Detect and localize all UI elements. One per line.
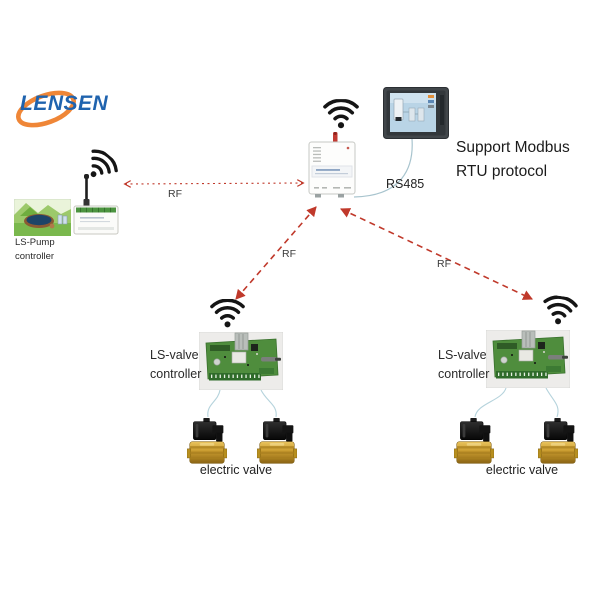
hmi-display: [383, 87, 449, 139]
pump-controller-device: [73, 174, 119, 235]
wifi-icon-gateway: [322, 99, 360, 130]
modbus-note: Support Modbus RTU protocol: [456, 136, 596, 184]
modbus-note-line2: RTU protocol: [456, 163, 548, 180]
rf-link-left-valve: [235, 206, 317, 300]
electric-valve-label-left: electric valve: [199, 463, 273, 477]
electric-valve: [257, 416, 297, 469]
electric-valve: [187, 416, 227, 469]
rf-label-pump: RF: [168, 188, 182, 200]
lensen-logo: LENSEN: [14, 86, 118, 132]
antenna-icon: [333, 132, 338, 143]
valve-cables: [207, 387, 559, 418]
hmi-button-column: [428, 95, 444, 125]
electric-valve: [454, 416, 494, 469]
logo-text: LENSEN: [20, 92, 109, 115]
rs485-label: RS485: [386, 177, 425, 191]
wifi-icon-left-controller: [209, 299, 246, 329]
valve-controller-label-right: LS-valve controller: [438, 348, 490, 381]
pump-site-photo: [14, 199, 71, 236]
modbus-note-line1: Support Modbus: [456, 139, 570, 156]
antenna-icon: [83, 174, 90, 207]
logo-swoosh-icon: [16, 90, 76, 128]
rs485-cable: [353, 138, 413, 198]
wifi-icon-right-controller: [539, 294, 580, 329]
pump-controller-label: LS-Pump controller: [15, 237, 55, 262]
rf-label-right: RF: [437, 258, 451, 270]
electric-valve: [538, 416, 578, 469]
rf-link-right-valve: [340, 208, 533, 300]
rf-label-left: RF: [282, 248, 296, 260]
rf-link-pump: [123, 179, 305, 188]
valve-controller-label-left: LS-valve controller: [150, 348, 202, 381]
gateway-device: [308, 132, 356, 198]
electric-valve-label-right: electric valve: [485, 463, 559, 477]
